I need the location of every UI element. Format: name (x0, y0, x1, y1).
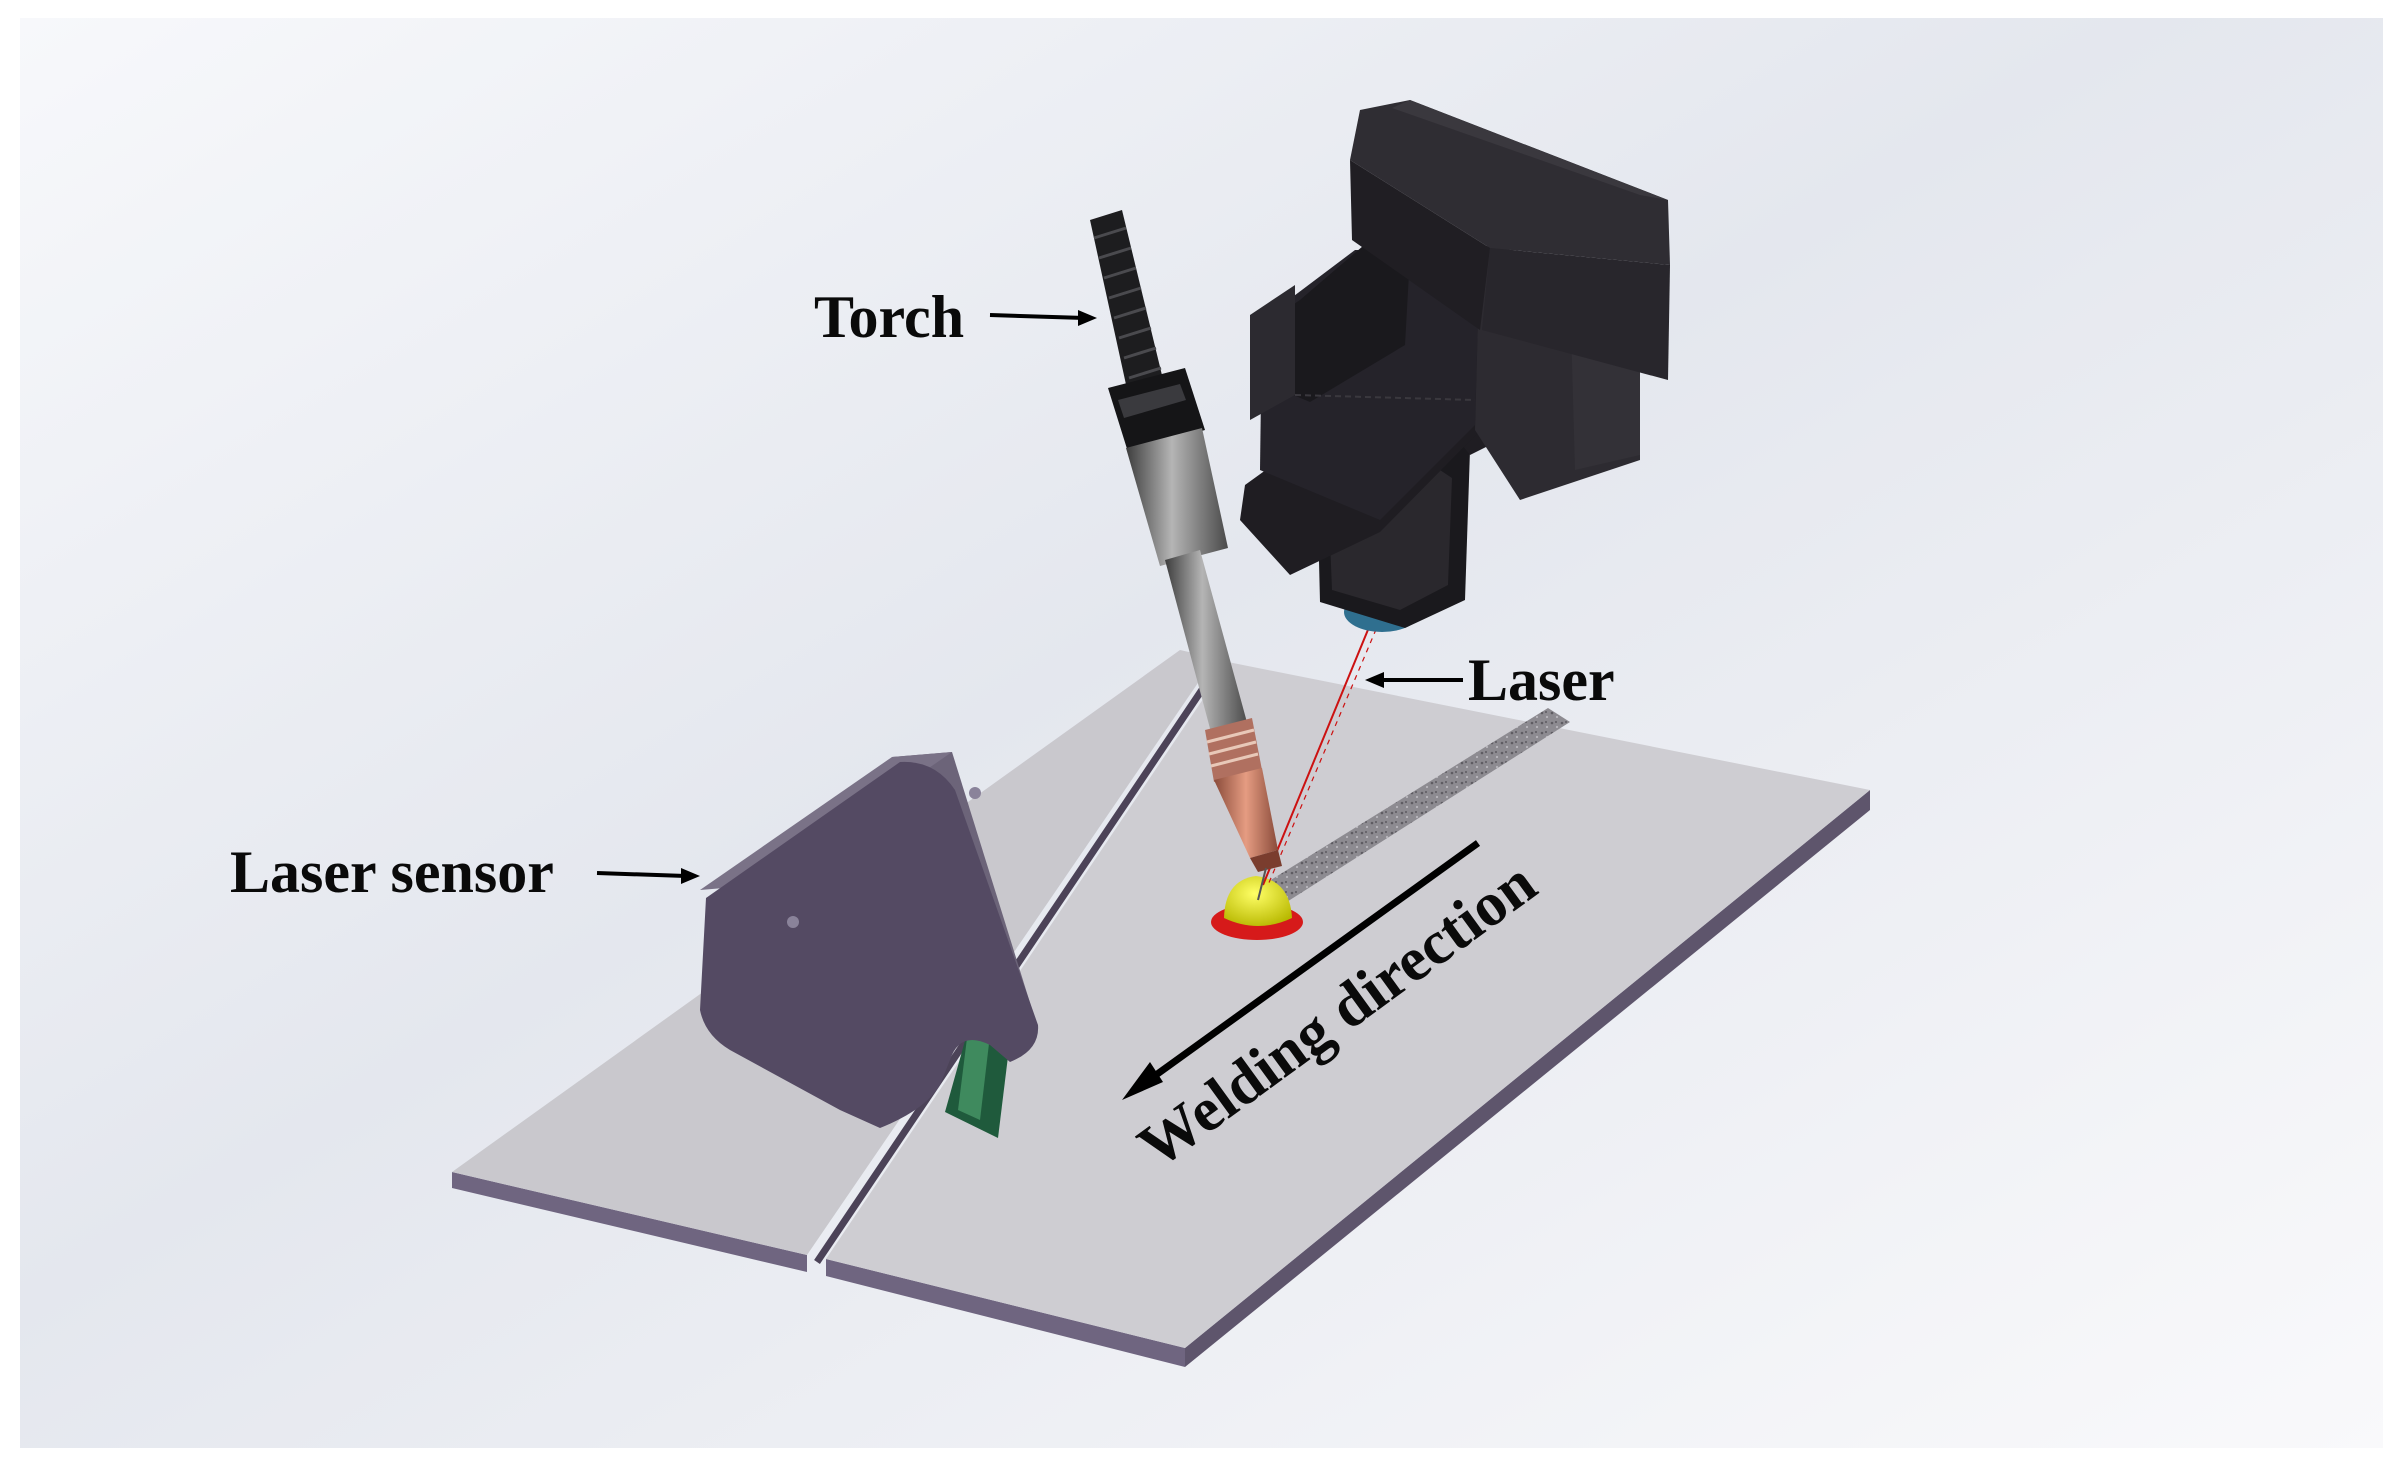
left-plate-edge (452, 1172, 807, 1272)
arrow-icon (1122, 1062, 1163, 1100)
laser-sensor (700, 752, 1039, 1138)
laser-sensor-label: Laser sensor (230, 839, 554, 905)
arrow-icon (1365, 672, 1384, 688)
torch-label: Torch (814, 284, 964, 350)
right-plate-top (826, 662, 1870, 1348)
right-plate-edge-front (826, 1259, 1185, 1367)
laser-label: Laser (1468, 647, 1615, 713)
torch-pointer (989, 310, 1097, 326)
welding-direction-arrow (1122, 840, 1481, 1100)
arrow-icon (1078, 310, 1097, 326)
arrow-icon (681, 868, 700, 884)
laser-pointer (1365, 672, 1463, 688)
molten-pool (1211, 876, 1303, 940)
weld-seam (814, 658, 1225, 1264)
laser-sensor-pointer (596, 868, 700, 884)
laser-head (1240, 100, 1670, 632)
laser-beam (1262, 619, 1381, 886)
welding-torch (1090, 210, 1282, 901)
weld-bead (1258, 708, 1570, 905)
right-plate-edge-side (1185, 790, 1870, 1367)
